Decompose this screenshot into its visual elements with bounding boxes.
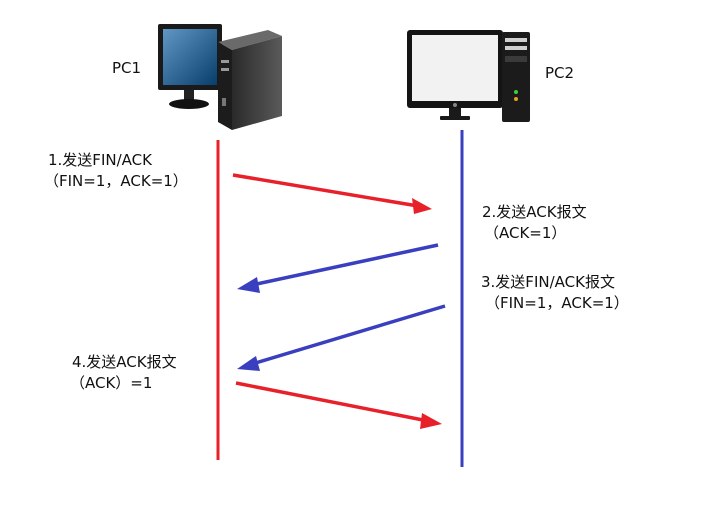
step-2-title: 2.发送ACK报文	[482, 203, 587, 221]
step-1-label: 1.发送FIN/ACK （FIN=1，ACK=1）	[44, 150, 188, 192]
step-1-title: 1.发送FIN/ACK	[48, 151, 152, 169]
step-1-detail: （FIN=1，ACK=1）	[44, 172, 188, 190]
step-3-title: 3.发送FIN/ACK报文	[481, 273, 615, 291]
pc1-label: PC1	[112, 59, 142, 77]
step-2-label: 2.发送ACK报文 （ACK=1）	[482, 202, 587, 244]
arrow-step-1	[232, 173, 432, 214]
pc1-computer-icon	[158, 24, 282, 130]
step-4-title: 4.发送ACK报文	[72, 353, 177, 371]
pc2-label: PC2	[545, 64, 575, 82]
step-3-label: 3.发送FIN/ACK报文 （FIN=1，ACK=1）	[481, 272, 629, 314]
step-4-detail: （ACK）=1	[70, 374, 153, 392]
arrow-step-3	[237, 304, 446, 371]
step-3-detail: （FIN=1，ACK=1）	[485, 294, 629, 312]
arrow-step-2	[237, 243, 439, 293]
pc2-computer-icon	[407, 30, 530, 122]
step-4-label: 4.发送ACK报文 （ACK）=1	[70, 352, 177, 394]
step-2-detail: （ACK=1）	[484, 224, 567, 242]
arrow-step-4	[235, 381, 442, 429]
